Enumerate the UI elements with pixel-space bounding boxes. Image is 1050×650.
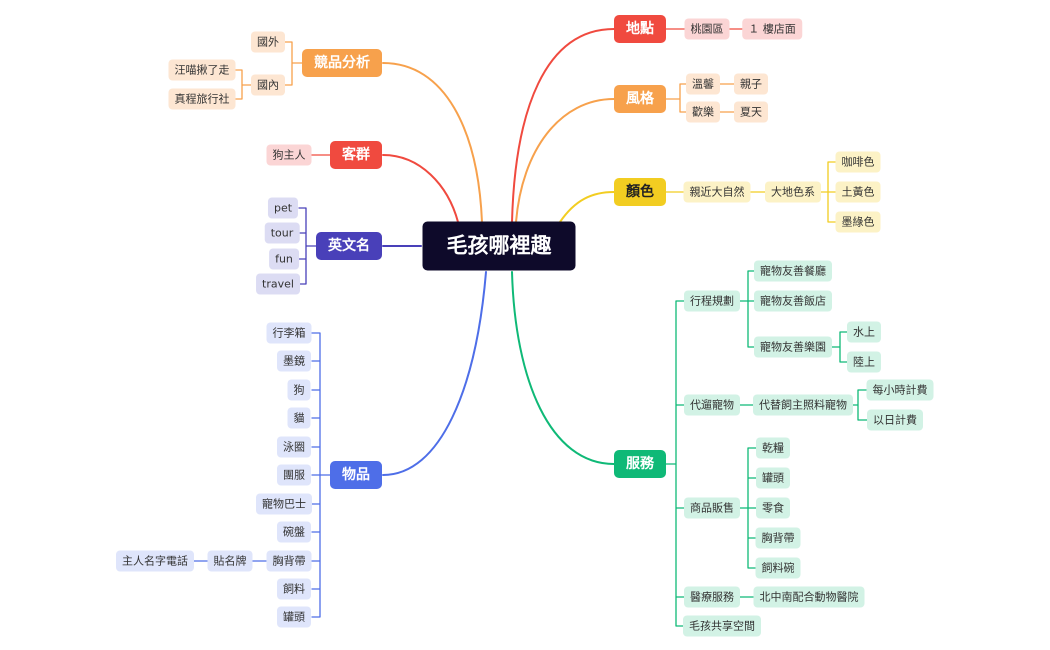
item-harness[interactable]: 胸背帶 (266, 550, 312, 572)
root-topic[interactable]: 毛孩哪裡趣 (422, 221, 576, 271)
competitor-domestic[interactable]: 國內 (251, 74, 285, 96)
connector-root-customers (382, 154, 459, 223)
merch-harness[interactable]: 胸背帶 (755, 527, 801, 549)
english-pet[interactable]: pet (267, 197, 299, 219)
connector-root-competitors (382, 62, 483, 223)
service-pet-park[interactable]: 寵物友善樂園 (754, 336, 832, 358)
connector-services-3 (829, 331, 849, 363)
color-coffee[interactable]: 咖啡色 (835, 151, 881, 173)
item-feed[interactable]: 飼料 (277, 578, 311, 600)
service-medical[interactable]: 醫療服務 (684, 586, 740, 608)
color-ochre[interactable]: 土黃色 (835, 181, 881, 203)
english-travel[interactable]: travel (256, 273, 300, 295)
item-bowls[interactable]: 碗盤 (277, 521, 311, 543)
merch-food-bowl[interactable]: 飼料碗 (755, 557, 801, 579)
color-dark-green[interactable]: 墨綠色 (835, 211, 881, 233)
connector-root-style (515, 98, 615, 223)
connector-services-6 (737, 447, 757, 569)
item-cat[interactable]: 貓 (287, 407, 311, 429)
service-merchandise[interactable]: 商品販售 (684, 497, 740, 519)
service-hourly-rate[interactable]: 每小時計費 (866, 379, 934, 401)
branch-competitors[interactable]: 競品分析 (302, 49, 382, 77)
customer-dog-owners[interactable]: 狗主人 (266, 144, 312, 166)
item-team-uniform[interactable]: 團服 (277, 464, 311, 486)
item-sunglasses[interactable]: 墨鏡 (277, 350, 311, 372)
item-canned-food[interactable]: 罐頭 (277, 606, 311, 628)
connector-competitors-2 (233, 69, 253, 100)
connector-color-3 (818, 161, 837, 223)
merch-snacks[interactable]: 零食 (756, 497, 790, 519)
connector-services-2 (737, 270, 757, 348)
branch-location[interactable]: 地點 (614, 15, 666, 43)
branch-customers[interactable]: 客群 (330, 141, 382, 169)
item-swim-ring[interactable]: 泳圈 (277, 436, 311, 458)
branch-color[interactable]: 顏色 (614, 178, 666, 206)
service-park-water[interactable]: 水上 (847, 321, 881, 343)
item-luggage[interactable]: 行李箱 (266, 322, 312, 344)
service-dog-walking[interactable]: 代遛寵物 (684, 394, 740, 416)
item-name-tag[interactable]: 貼名牌 (207, 550, 253, 572)
branch-services[interactable]: 服務 (614, 450, 666, 478)
item-pet-bus[interactable]: 寵物巴士 (256, 493, 312, 515)
merch-canned-food[interactable]: 罐頭 (756, 467, 790, 489)
service-pet-care[interactable]: 代替飼主照料寵物 (753, 394, 853, 416)
item-owner-contact[interactable]: 主人名字電話 (116, 550, 194, 572)
connector-style-1 (665, 83, 689, 113)
connector-style-2 (717, 83, 738, 113)
connector-root-location (511, 28, 615, 223)
service-itinerary[interactable]: 行程規劃 (684, 290, 740, 312)
service-partner-hospitals[interactable]: 北中南配合動物醫院 (753, 586, 865, 608)
style-warm[interactable]: 溫馨 (686, 73, 720, 95)
merch-dry-food[interactable]: 乾糧 (756, 437, 790, 459)
connector-root-items (382, 271, 487, 476)
style-summer[interactable]: 夏天 (734, 101, 768, 123)
style-family[interactable]: 親子 (734, 73, 768, 95)
service-park-land[interactable]: 陸上 (847, 351, 881, 373)
connector-root-services (511, 271, 615, 465)
service-shared-space[interactable]: 毛孩共享空間 (683, 615, 761, 637)
branch-items[interactable]: 物品 (330, 461, 382, 489)
connector-root-color (559, 191, 615, 223)
location-first-floor-shop[interactable]: １ 樓店面 (742, 18, 802, 40)
service-daily-rate[interactable]: 以日計費 (867, 409, 923, 431)
color-close-to-nature[interactable]: 親近大自然 (683, 181, 751, 203)
competitor-wangmiao[interactable]: 汪喵揪了走 (168, 59, 236, 81)
english-tour[interactable]: tour (264, 222, 300, 244)
english-fun[interactable]: fun (269, 248, 299, 270)
branch-english-name[interactable]: 英文名 (316, 232, 382, 260)
competitor-overseas[interactable]: 國外 (251, 31, 285, 53)
connector-items (311, 332, 331, 618)
service-pet-restaurant[interactable]: 寵物友善餐廳 (754, 260, 832, 282)
location-taoyuan[interactable]: 桃園區 (684, 18, 730, 40)
connector-english (298, 207, 317, 285)
connector-services-5 (848, 389, 869, 421)
branch-style[interactable]: 風格 (614, 85, 666, 113)
competitor-zhencheng[interactable]: 真程旅行社 (168, 88, 236, 110)
style-joyful[interactable]: 歡樂 (686, 101, 720, 123)
service-pet-hotel[interactable]: 寵物友善飯店 (754, 290, 832, 312)
item-dog[interactable]: 狗 (287, 379, 311, 401)
connector-competitors-1 (283, 41, 303, 86)
connector-services-1 (665, 300, 687, 627)
color-earth-tones[interactable]: 大地色系 (765, 181, 821, 203)
